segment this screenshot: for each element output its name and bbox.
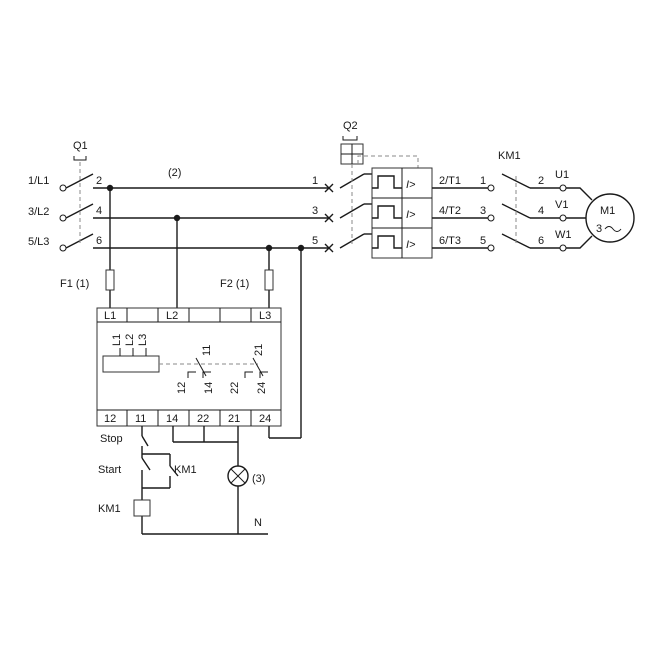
relay-coil-l3: L3: [137, 334, 149, 346]
motor-w1: W1: [555, 229, 572, 241]
relay-contact-22: 22: [229, 382, 241, 394]
motor-u1: U1: [555, 169, 569, 181]
q1-switch: [65, 162, 94, 249]
q2-bracket: [342, 136, 358, 141]
start-contact: [141, 457, 151, 471]
relay-terminal-l2: L2: [166, 310, 178, 322]
km1-terminal-4: 4: [538, 205, 544, 217]
start-label: Start: [98, 464, 121, 476]
km1-aux-contact: [169, 465, 179, 477]
relay-terminal-12: 12: [104, 413, 116, 425]
relay-contact-14: 14: [203, 382, 215, 394]
q1-label: Q1: [73, 140, 88, 152]
line-label-l1: 1/L1: [28, 175, 49, 187]
relay-terminal-24: 24: [259, 413, 271, 425]
motor-m1: [585, 193, 635, 243]
output-t3: 6/T3: [439, 235, 461, 247]
main-bus: [93, 187, 330, 249]
output-t2: 4/T2: [439, 205, 461, 217]
relay-contact-12: 12: [176, 382, 188, 394]
q1-bracket: [73, 156, 87, 161]
relay-top-dividers: [126, 308, 252, 322]
stop-contact: [141, 435, 149, 447]
q2-label: Q2: [343, 120, 358, 132]
q2-trip-2: I>: [406, 209, 416, 221]
relay-terminal-11: 11: [135, 413, 146, 425]
relay-contact-11: 11: [201, 345, 213, 356]
q2-input-5: 5: [312, 235, 318, 247]
relay-coil-l2: L2: [124, 334, 136, 346]
relay-terminal-21: 21: [228, 413, 240, 425]
relay-contact-21: 21: [253, 344, 265, 356]
motor-phase-count: 3: [596, 223, 602, 235]
relay-bottom-dividers: [126, 410, 252, 426]
fuse-f2-label: F2 (1): [220, 278, 249, 290]
q1-terminal-6: 6: [96, 235, 102, 247]
km1-terminal-2: 2: [538, 175, 544, 187]
fuse-f1-label: F1 (1): [60, 278, 89, 290]
control-wiring: [141, 426, 270, 535]
relay-feed-wires: [109, 188, 302, 439]
km1-label: KM1: [498, 150, 521, 162]
q2-contacts: [324, 155, 419, 253]
km1-coil: [133, 499, 151, 517]
relay-terminal-14: 14: [166, 413, 178, 425]
output-n5: 5: [480, 235, 486, 247]
q1-terminal-4: 4: [96, 205, 102, 217]
relay-terminal-22: 22: [197, 413, 209, 425]
q1-terminal-2: 2: [96, 175, 102, 187]
relay-coil: [102, 355, 160, 373]
supply-terminals: [59, 184, 67, 252]
fuse-f1: [105, 269, 115, 291]
line-label-l3: 5/L3: [28, 236, 49, 248]
q2-handle: [340, 143, 364, 165]
km1-aux-label: KM1: [174, 464, 197, 476]
q2-output-wires: [432, 184, 495, 252]
relay-terminal-l3: L3: [259, 310, 271, 322]
output-t1: 2/T1: [439, 175, 461, 187]
fuse-f2: [264, 269, 274, 291]
q2-input-1: 1: [312, 175, 318, 187]
relay-contact-24: 24: [256, 382, 268, 394]
relay-contacts: [187, 357, 268, 378]
q2-protection-block: [371, 167, 433, 259]
indicator-lamp: [227, 465, 249, 487]
ac-wave-icon: [604, 226, 622, 232]
note-2: (2): [168, 167, 181, 179]
relay-coil-l1: L1: [111, 334, 123, 346]
relay-coil-leads: [119, 348, 258, 365]
line-label-l2: 3/L2: [28, 206, 49, 218]
q2-trip-1: I>: [406, 179, 416, 191]
q2-input-3: 3: [312, 205, 318, 217]
motor-v1: V1: [555, 199, 568, 211]
stop-label: Stop: [100, 433, 123, 445]
neutral-label: N: [254, 517, 262, 529]
km1-terminal-6: 6: [538, 235, 544, 247]
relay-terminal-l1: L1: [104, 310, 116, 322]
motor-m1-label: M1: [600, 205, 615, 217]
q2-trip-3: I>: [406, 239, 416, 251]
lamp-note-3: (3): [252, 473, 265, 485]
km1-coil-label: KM1: [98, 503, 121, 515]
output-n3: 3: [480, 205, 486, 217]
motor-wires: [566, 187, 593, 249]
output-n1: 1: [480, 175, 486, 187]
